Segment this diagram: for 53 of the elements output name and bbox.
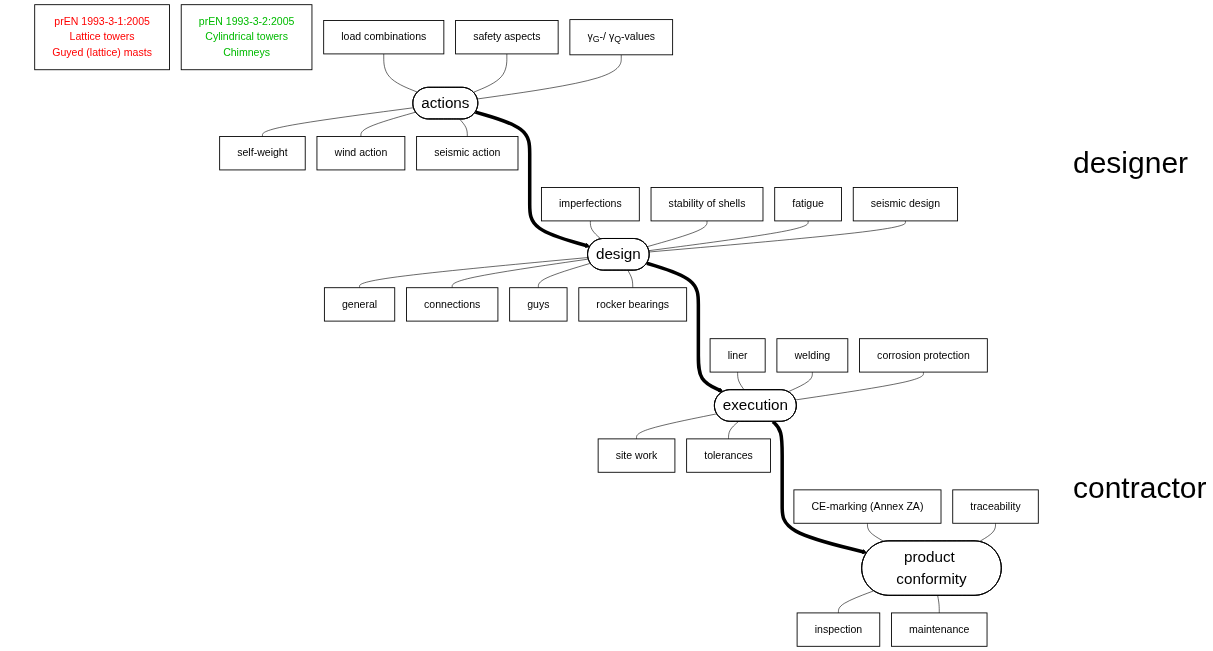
- node-box: inspection: [796, 612, 881, 647]
- connector: [383, 53, 418, 93]
- node-box: welding: [776, 338, 849, 373]
- role-label: contractor: [1073, 471, 1208, 506]
- connector: [359, 257, 589, 288]
- node-box: imperfections: [541, 187, 640, 222]
- connector: [451, 258, 589, 288]
- arrow: [475, 110, 591, 248]
- connector: [262, 107, 414, 137]
- connector: [728, 421, 739, 440]
- node-box: γ$_{G}$-/ γ$_{Q}$-values: [569, 19, 674, 56]
- node-box: prEN 1993-3-2:2005 Cylindrical towers Chimneys: [180, 4, 313, 71]
- connector: [648, 220, 906, 253]
- connector: [627, 270, 633, 288]
- node-box: maintenance: [891, 612, 988, 647]
- node-box: general: [323, 287, 396, 322]
- node-box: guys: [509, 287, 568, 322]
- connector: [590, 220, 602, 240]
- node-box: wind action: [316, 136, 406, 171]
- arrow: [771, 420, 868, 555]
- connector: [937, 595, 940, 614]
- node-box: seismic action: [416, 136, 519, 171]
- node-box: rocker bearings: [578, 287, 688, 322]
- role-label: designer: [1073, 145, 1190, 180]
- node-box: tolerances: [686, 438, 771, 473]
- node-box: safety aspects: [455, 20, 559, 55]
- node-box: liner: [709, 338, 766, 373]
- connector: [787, 371, 813, 393]
- node-box: traceability: [952, 489, 1039, 524]
- node-box: fatigue: [774, 187, 842, 222]
- connector: [647, 220, 708, 247]
- node-box: load combinations: [323, 20, 445, 55]
- node-box: self-weight: [219, 136, 306, 171]
- node-box: CE-marking (Annex ZA): [793, 489, 942, 524]
- connector: [636, 413, 718, 440]
- connector: [473, 53, 508, 93]
- connector: [459, 118, 468, 137]
- connector: [477, 54, 622, 100]
- node-box: prEN 1993-3-1:2005 Lattice towers Guyed (lattice) masts: [34, 4, 170, 71]
- connector: [538, 262, 591, 288]
- node-box: site work: [597, 438, 676, 473]
- node-box: connections: [406, 287, 499, 322]
- connector: [737, 371, 745, 391]
- node-box: corrosion protection: [859, 338, 988, 373]
- connector: [795, 371, 924, 401]
- node-box: stability of shells: [650, 187, 764, 222]
- connector: [838, 590, 875, 614]
- connector: [648, 220, 809, 251]
- node-box: seismic design: [852, 187, 959, 222]
- connector: [979, 522, 996, 542]
- connector: [867, 522, 885, 542]
- connector: [360, 111, 417, 137]
- arrow: [646, 261, 724, 393]
